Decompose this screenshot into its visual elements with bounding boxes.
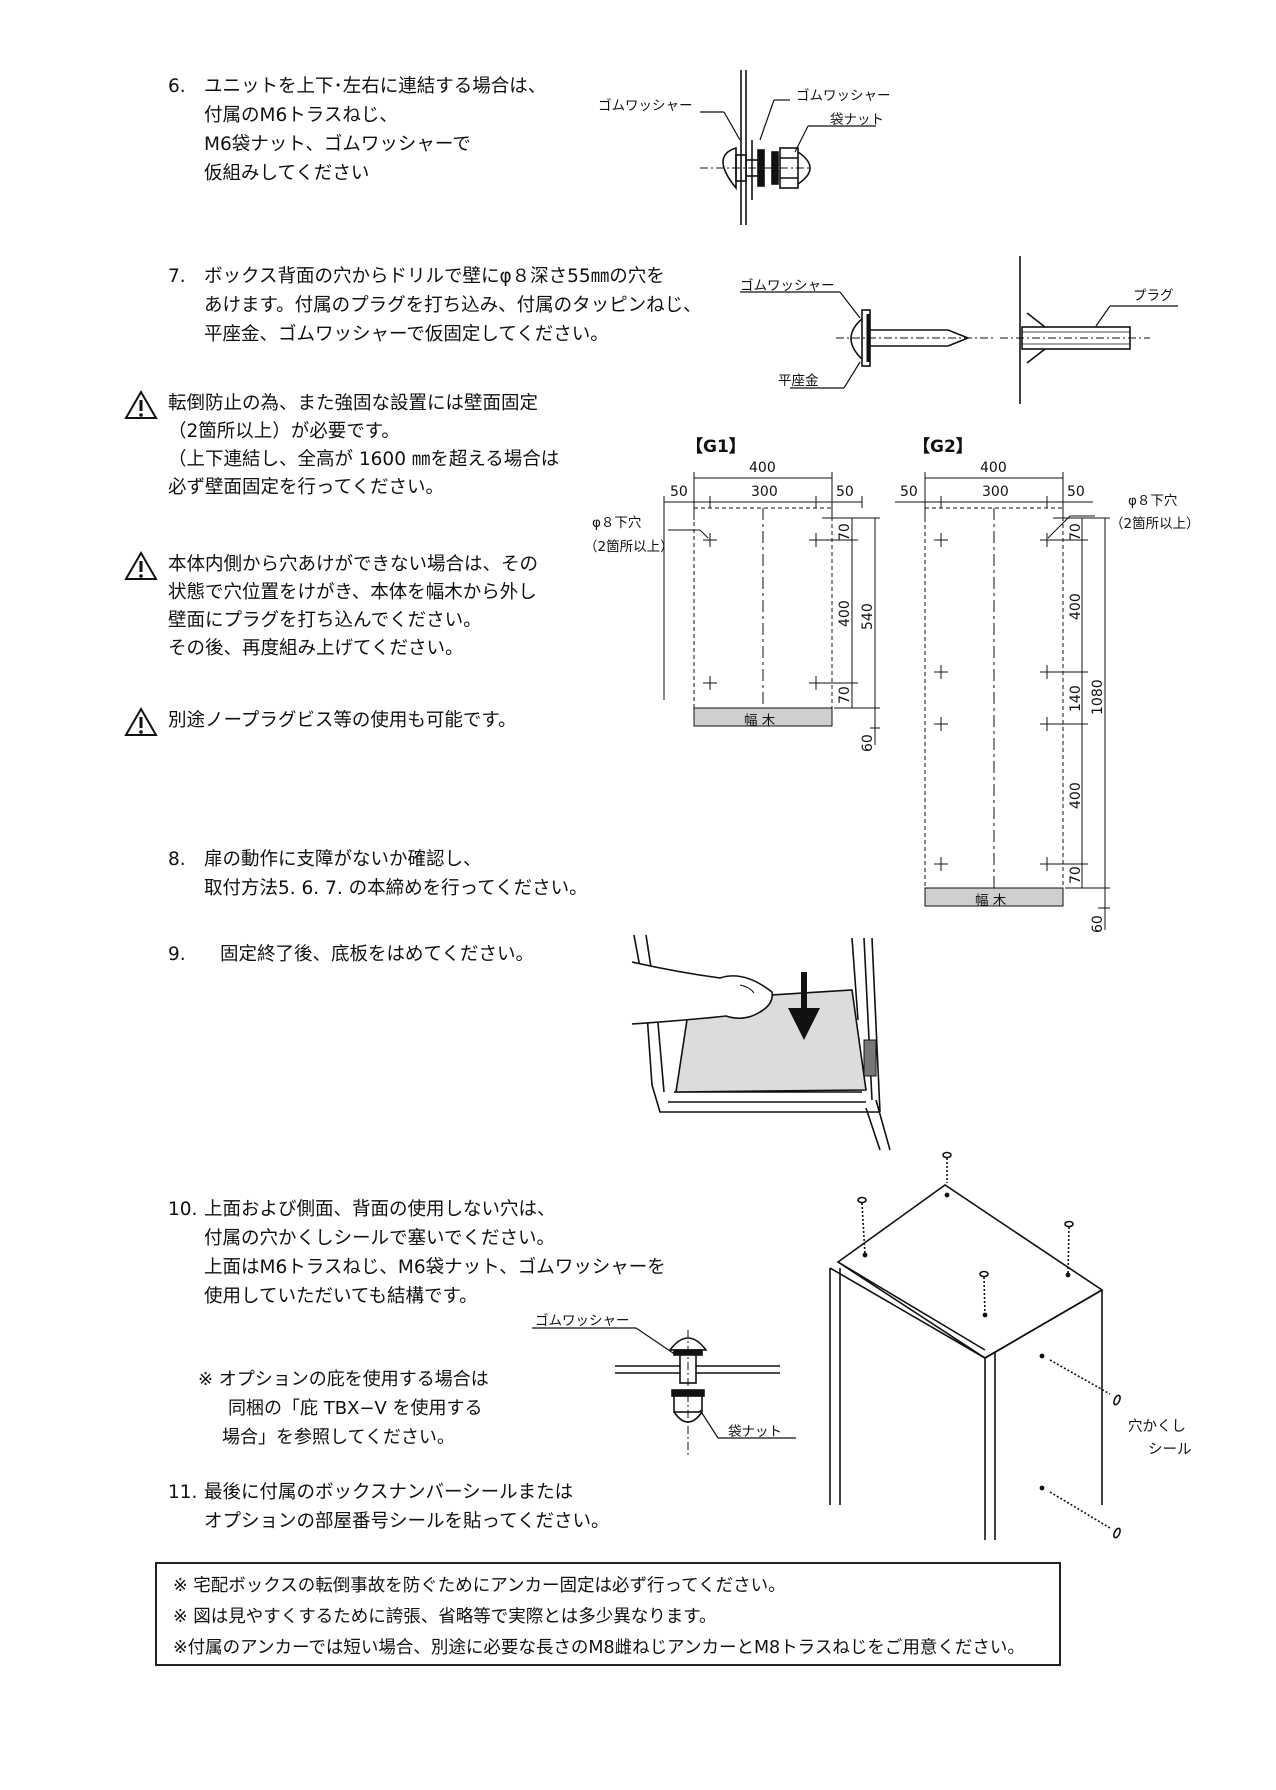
label-plug: プラグ xyxy=(1133,288,1174,304)
step-line: 上面はM6トラスねじ、M6袋ナット、ゴムワッシャーを xyxy=(204,1257,666,1278)
note-line: ※ 図は見やすくするために誇張、省略等で実際とは多少異なります。 xyxy=(173,1607,717,1627)
step-line: 使用していただいても結構です。 xyxy=(204,1286,478,1307)
g2-baseboard: 幅 木 xyxy=(975,893,1007,909)
step-line: ユニットを上下･左右に連結する場合は、 xyxy=(204,76,547,97)
step-line: オプションの部屋番号シールを貼ってください。 xyxy=(204,1511,610,1532)
warning-line: （上下連結し、全高が 1600 ㎜を超える場合は xyxy=(168,449,560,470)
label-hole-cover-seal-2: シール xyxy=(1148,1442,1192,1458)
g1-margin-right: 50 xyxy=(836,484,854,500)
warning-line: 必ず壁面固定を行ってください。 xyxy=(168,477,445,498)
step-number: 10. xyxy=(168,1199,198,1220)
label-hole-cover-seal-1: 穴かくし xyxy=(1128,1419,1186,1435)
step-number: 11. xyxy=(168,1482,198,1503)
step-number: 6. xyxy=(168,76,186,97)
g1-margin-left: 50 xyxy=(670,484,688,500)
warning-line: （2箇所以上）が必要です。 xyxy=(168,421,400,442)
g2-title: 【G2】 xyxy=(913,437,973,457)
warning-line: 転倒防止の為、また強固な設置には壁面固定 xyxy=(168,393,539,414)
label-rubber-washer-right: ゴムワッシャー xyxy=(796,88,891,104)
warning-icon xyxy=(124,389,158,419)
label-flat-washer: 平座金 xyxy=(778,373,819,389)
g1-width-inner: 300 xyxy=(751,484,778,500)
warning-line: 壁面にプラグを打ち込んでください。 xyxy=(168,610,482,631)
warning-line: その後、再度組み上げてください。 xyxy=(168,638,464,659)
warning-line: 状態で穴位置をけがき、本体を幅木から外し xyxy=(168,582,537,603)
warning-line: 本体内側から穴あけができない場合は、その xyxy=(168,554,539,575)
option-note-line: ※ オプションの庇を使用する場合は xyxy=(198,1369,489,1390)
note-line: ※付属のアンカーでは短い場合、別途に必要な長さのM8雌ねじアンカーとM8トラスね… xyxy=(173,1638,1025,1658)
warning-line: 別途ノープラグビス等の使用も可能です。 xyxy=(168,710,517,731)
label-cap-nut: 袋ナット xyxy=(830,112,884,128)
step-line: 平座金、ゴムワッシャーで仮固定してください。 xyxy=(204,324,609,345)
step-line: 上面および側面、背面の使用しない穴は、 xyxy=(204,1199,556,1220)
g2-hole-label-count: （2箇所以上） xyxy=(1110,516,1200,532)
option-note-line: 場合」を参照してください。 xyxy=(222,1427,455,1448)
g1-title: 【G1】 xyxy=(686,437,746,457)
g2-width-inner: 300 xyxy=(982,484,1009,500)
g2-width-total: 400 xyxy=(980,460,1007,476)
label-rubber-washer-top: ゴムワッシャー xyxy=(535,1313,630,1329)
step-line: 最後に付属のボックスナンバーシールまたは xyxy=(204,1482,574,1503)
g1-hole-label-count: （2箇所以上） xyxy=(584,539,674,555)
step-line: 扉の動作に支障がないか確認し、 xyxy=(204,849,482,870)
label-cap-nut-top: 袋ナット xyxy=(728,1424,782,1440)
g2-margin-left: 50 xyxy=(900,484,918,500)
step-line: 固定終了後、底板をはめてください。 xyxy=(220,944,534,965)
step-line: 仮組みしてください xyxy=(204,163,370,184)
g2-hole-label: φ８下穴 xyxy=(1128,493,1178,509)
step-line: M6袋ナット、ゴムワッシャーで xyxy=(204,134,471,155)
step-line: ボックス背面の穴からドリルで壁にφ８深さ55㎜の穴を xyxy=(204,266,665,287)
warning-icon xyxy=(124,706,158,736)
g1-baseboard: 幅 木 xyxy=(744,713,776,729)
g2-margin-right: 50 xyxy=(1067,484,1085,500)
label-rubber-washer-left: ゴムワッシャー xyxy=(598,98,693,114)
label-rubber-washer-anchor: ゴムワッシャー xyxy=(740,278,835,294)
g1-hole-label: φ８下穴 xyxy=(592,515,642,531)
step-line: 付属のM6トラスねじ、 xyxy=(204,105,398,126)
step-number: 7. xyxy=(168,266,186,287)
step-line: 付属の穴かくしシールで塞いでください。 xyxy=(204,1228,555,1249)
warning-icon xyxy=(124,550,158,580)
option-note: ※ オプションの庇を使用する場合は 同梱の「庇 TBX−V を使用する 場合」を… xyxy=(198,1365,489,1452)
g1-width-total: 400 xyxy=(749,460,776,476)
step-number: 8. xyxy=(168,849,186,870)
step-line: 取付方法5. 6. 7. の本締めを行ってください。 xyxy=(204,878,588,899)
option-note-line: 同梱の「庇 TBX−V を使用する xyxy=(228,1398,483,1419)
notes-box: ※ 宅配ボックスの転倒事故を防ぐためにアンカー固定は必ず行ってください。 ※ 図… xyxy=(155,1562,1061,1666)
step-line: あけます。付属のプラグを打ち込み、付属のタッピンねじ、 xyxy=(204,295,702,316)
step-number: 9. xyxy=(168,944,186,965)
note-line: ※ 宅配ボックスの転倒事故を防ぐためにアンカー固定は必ず行ってください。 xyxy=(173,1576,786,1596)
